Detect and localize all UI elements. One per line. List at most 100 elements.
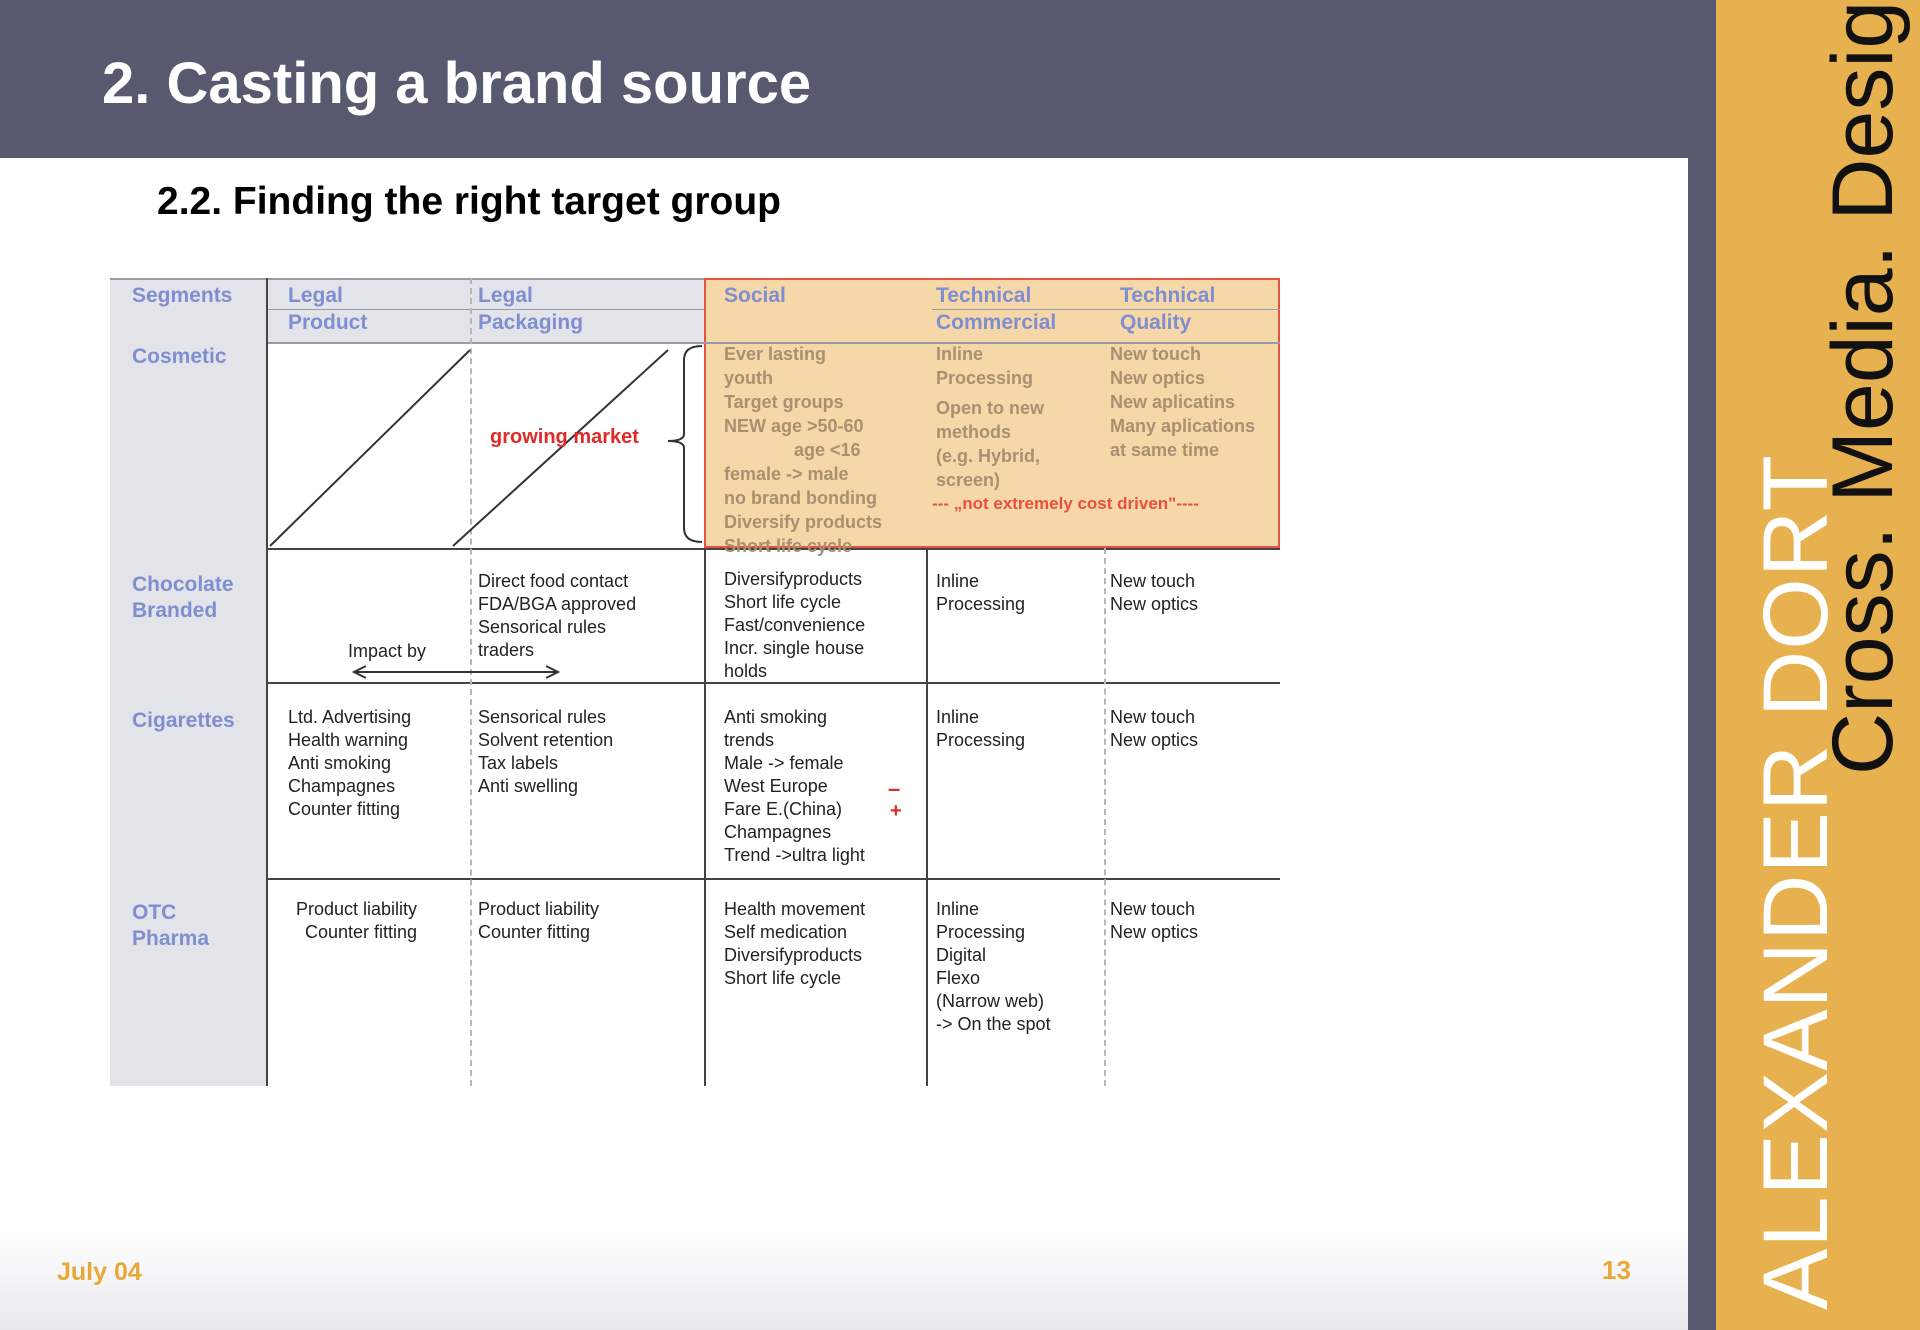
segment-cosmetic: Cosmetic	[132, 345, 227, 368]
cell-line: Anti smoking	[288, 753, 392, 773]
cigarettes-tech-quality: New touch New optics	[1110, 706, 1198, 752]
cigarettes-legal-packaging: Sensorical rules Solvent retention Tax l…	[478, 706, 613, 798]
cell-line: (e.g. Hybrid,	[936, 446, 1041, 466]
cell-line: Open to new	[936, 398, 1044, 418]
cell-line: holds	[724, 661, 768, 681]
segment-cigarettes: Cigarettes	[132, 709, 235, 732]
cell-line: Short life cycle	[724, 968, 842, 988]
impact-label: Impact by	[348, 641, 427, 661]
cell-line: Many aplications	[1110, 416, 1256, 436]
cell-line: Self medication	[724, 922, 848, 942]
header-legal-packaging: Legal Packaging	[478, 282, 583, 336]
cell-line: New optics	[1110, 368, 1206, 388]
cigarettes-tech-commercial: Inline Processing	[936, 706, 1025, 752]
segment-chocolate: Chocolate Branded	[132, 572, 234, 624]
header-divider-left	[266, 309, 704, 310]
cell-line: female -> male	[724, 464, 849, 484]
cell-line: Champagnes	[288, 776, 396, 796]
curly-brace	[667, 345, 703, 543]
cell-line: Target groups	[724, 392, 844, 412]
cosmetic-social: Ever lasting youth Target groups NEW age…	[724, 342, 882, 558]
cell-line: Fast/convenience	[724, 615, 866, 635]
cell-line: New optics	[1110, 730, 1199, 750]
slide-title: 2. Casting a brand source	[102, 51, 812, 116]
header-social: Social	[724, 284, 786, 307]
brand-tagline: Cross. Media. Design.	[1815, 0, 1911, 775]
diagonal-line	[452, 349, 669, 547]
cell-line: Processing	[936, 594, 1026, 614]
cell-line: Diversify products	[724, 512, 883, 532]
header-text: Technical	[1120, 284, 1216, 307]
brand-sidebar	[1716, 0, 1920, 1330]
cell-line: Digital	[936, 945, 987, 965]
cell-line: Incr. single house	[724, 638, 865, 658]
header-bar	[0, 0, 1688, 158]
cell-line: Direct food contact	[478, 571, 629, 591]
header-tech-quality: Technical Quality	[1120, 282, 1215, 336]
header-text: Legal	[478, 284, 533, 307]
growing-market-label: growing market	[490, 426, 639, 448]
cell-line: -> On the spot	[936, 1014, 1051, 1034]
minus-sign: –	[888, 776, 901, 801]
cost-note: --- „not extremely cost driven"----	[932, 494, 1199, 513]
cell-line: Sensorical rules	[478, 617, 607, 637]
cell-line: New optics	[1110, 594, 1199, 614]
cell-line: Health warning	[288, 730, 409, 750]
cell-line: New aplicatins	[1110, 392, 1236, 412]
cell-line: New touch	[1110, 707, 1196, 727]
cell-line: Product liability	[478, 899, 600, 919]
cell-line: Fare E.(China)	[724, 799, 843, 819]
segment-line: Pharma	[132, 927, 210, 950]
cell-line: screen)	[936, 470, 1001, 490]
sidebar-divider	[1688, 0, 1716, 1330]
cell-line: youth	[724, 368, 773, 388]
cell-line: methods	[936, 422, 1012, 442]
otc-legal-product: Product liability Counter fitting	[296, 898, 417, 944]
header-text: Quality	[1120, 311, 1192, 334]
cosmetic-tech-quality: New touch New optics New aplicatins Many…	[1110, 342, 1255, 462]
arrow-left-head	[351, 665, 367, 679]
chocolate-tech-commercial: Inline Processing	[936, 570, 1025, 616]
highlight-region	[704, 278, 1280, 548]
segment-line: OTC	[132, 901, 177, 924]
cell-line: Anti swelling	[478, 776, 579, 796]
cell-line: New touch	[1110, 899, 1196, 919]
cell-line: Tax labels	[478, 753, 559, 773]
cell-line: no brand bonding	[724, 488, 877, 508]
cell-line: Short life cycle	[724, 536, 853, 556]
table-top-border	[110, 278, 704, 280]
cell-line: Diversifyproducts	[724, 569, 863, 589]
cell-line: Male -> female	[724, 753, 844, 773]
cell-line: Counter fitting	[305, 922, 418, 942]
cell-line: Processing	[936, 922, 1026, 942]
cell-line: Inline	[936, 899, 980, 919]
header-text: Commercial	[936, 311, 1057, 334]
brand-block: ALEXANDER DORT Cross. Media. Design.	[1716, 0, 1920, 1330]
plus-sign: +	[890, 800, 902, 822]
otc-tech-commercial: Inline Processing Digital Flexo (Narrow …	[936, 898, 1051, 1036]
cell-line: West Europe	[724, 776, 828, 796]
slide-subtitle: 2.2. Finding the right target group	[157, 180, 781, 223]
col-divider-technical	[926, 548, 928, 1086]
page-number: 13	[1602, 1255, 1631, 1285]
chocolate-tech-quality: New touch New optics	[1110, 570, 1198, 616]
row-divider-3	[266, 878, 1280, 880]
header-tech-commercial: Technical Commercial	[936, 282, 1056, 336]
segment-line: Chocolate	[132, 573, 234, 596]
header-divider-right	[932, 309, 1280, 310]
cell-line: Health movement	[724, 899, 866, 919]
target-group-table: Segments Legal Product Legal Packaging S…	[110, 278, 1280, 1086]
footer-date: July 04	[57, 1258, 142, 1286]
cell-line: Flexo	[936, 968, 981, 988]
cell-line: New touch	[1110, 571, 1196, 591]
segment-line: Branded	[132, 599, 218, 622]
cell-line: Diversifyproducts	[724, 945, 863, 965]
segment-otc-pharma: OTC Pharma	[132, 900, 209, 952]
cell-line: Short life cycle	[724, 592, 842, 612]
table-annotations	[269, 345, 703, 679]
cell-line: traders	[478, 640, 535, 660]
header-legal-product: Legal Product	[288, 282, 367, 336]
header-text: Product	[288, 311, 368, 334]
cell-line: Inline	[936, 707, 980, 727]
cell-line: NEW age >50-60	[724, 416, 864, 436]
